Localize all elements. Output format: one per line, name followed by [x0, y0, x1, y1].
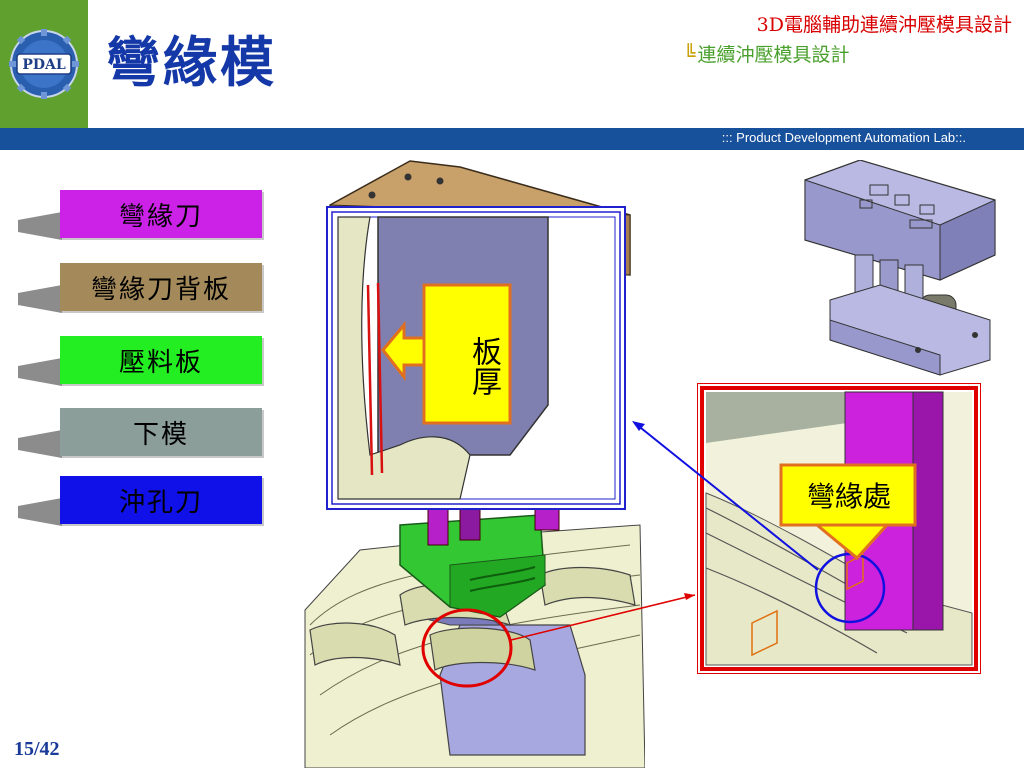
sub-course-title: ╚連續沖壓模具設計 [684, 40, 849, 67]
sub-course-label: 連續沖壓模具設計 [697, 44, 850, 66]
logo-panel: PDAL [0, 0, 88, 128]
legend-pointer-icon [18, 285, 62, 313]
legend-item-lower-die: 下模 [18, 408, 262, 460]
die-assembly-image [304, 160, 645, 768]
legend-item-piercing-punch: 沖孔刀 [18, 476, 262, 528]
legend-swatch: 下模 [60, 408, 262, 456]
page-title: 彎緣模 [106, 30, 277, 94]
legend-swatch: 沖孔刀 [60, 476, 262, 524]
tree-branch-icon: ╚ [684, 44, 696, 66]
legend-swatch: 彎緣刀 [60, 190, 262, 238]
legend-swatch: 彎緣刀背板 [60, 263, 262, 311]
legend-swatch: 壓料板 [60, 336, 262, 384]
logo-text: PDAL [22, 57, 66, 73]
lab-banner: ::: Product Development Automation Lab::… [0, 128, 1024, 150]
legend-item-punch-backing-plate: 彎緣刀背板 [18, 263, 262, 315]
flange-detail-image [697, 383, 981, 674]
pdal-logo-icon: PDAL [9, 29, 79, 99]
thickness-label: 板厚 [436, 326, 501, 406]
flange-callout-label: 彎緣處 [806, 480, 891, 513]
legend-item-flange-punch: 彎緣刀 [18, 190, 262, 242]
legend-pointer-icon [18, 358, 62, 386]
lab-name: ::: Product Development Automation Lab::… [721, 130, 966, 145]
thickness-text: 板厚 [466, 336, 501, 396]
legend-item-stripper-plate: 壓料板 [18, 336, 262, 388]
upper-die-image [804, 160, 996, 376]
legend-pointer-icon [18, 498, 62, 526]
page-number: 15/42 [14, 738, 60, 760]
legend-pointer-icon [18, 212, 62, 240]
course-title: 3D電腦輔助連續沖壓模具設計 [756, 14, 1012, 36]
legend-pointer-icon [18, 430, 62, 458]
